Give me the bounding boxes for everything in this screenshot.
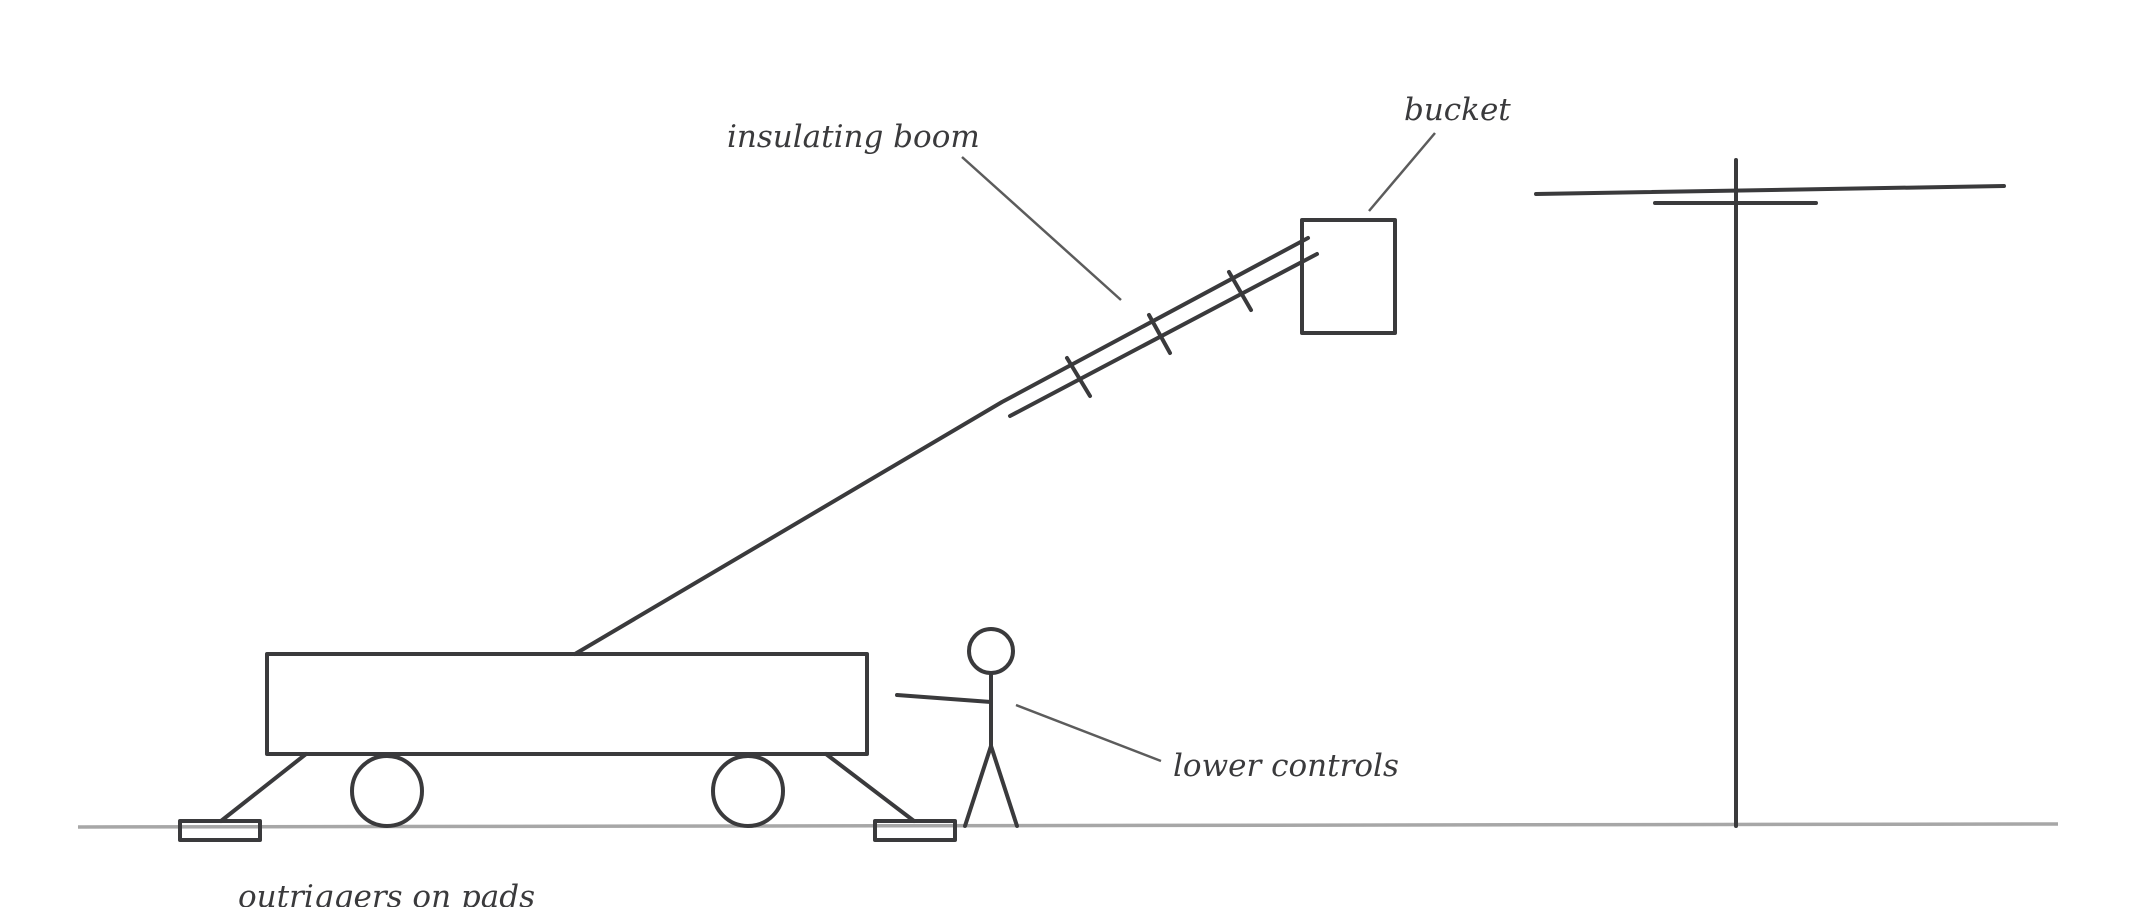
outrigger-right-pad (873, 819, 957, 842)
controls-leader-line (1015, 703, 1162, 763)
pole-wire (1534, 184, 2006, 196)
outrigger-left-pad (178, 819, 262, 842)
outriggers-label: outriggers on pads (238, 879, 535, 907)
upper-boom (1008, 252, 1319, 418)
operator-leg-left (963, 744, 993, 828)
operator-figure (895, 627, 1019, 828)
boom-insulator-2 (1147, 313, 1172, 355)
outrigger-left-arm (219, 752, 308, 823)
outrigger-right-arm (824, 752, 916, 823)
operator-arm (895, 693, 993, 704)
utility-pole (1534, 158, 2006, 828)
boom-insulator-1 (1065, 356, 1092, 398)
controls-label: lower controls (1173, 748, 1399, 784)
truck-bed (265, 652, 869, 756)
boom-label: insulating boom (727, 119, 980, 155)
wheel-rear (350, 754, 424, 828)
lower-boom (573, 236, 1310, 656)
bucket-box (1300, 218, 1397, 335)
bucket-leader-line (1368, 132, 1436, 212)
operator-leg-right (989, 744, 1019, 828)
operator-head (967, 627, 1015, 675)
wheel-front (711, 754, 785, 828)
bucket-label: bucket (1404, 92, 1511, 128)
boom-insulator-3 (1227, 270, 1253, 312)
ground-line (77, 822, 2059, 829)
boom-leader-line (961, 156, 1122, 301)
bucket-truck (178, 218, 1397, 842)
